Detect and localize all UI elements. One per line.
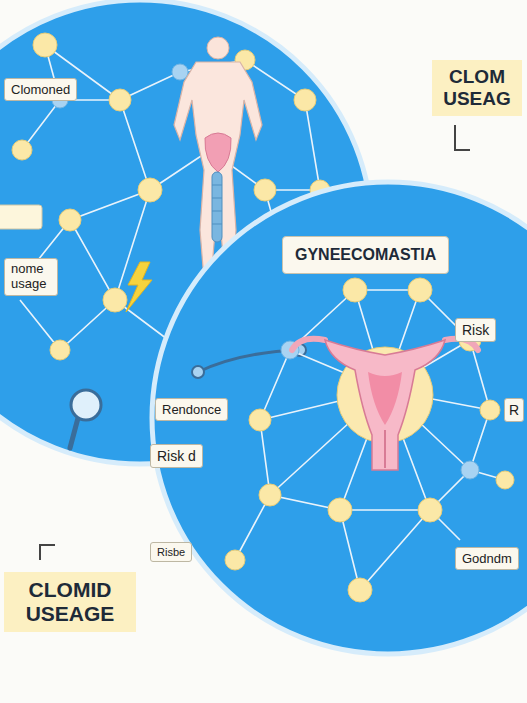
label-text: GYNEECOMASTIA <box>295 246 436 264</box>
label-text: CLOM USEAG <box>440 66 514 110</box>
right-circle <box>152 182 527 654</box>
label-text: Risbe <box>157 546 185 558</box>
label-text: Risk <box>462 322 489 338</box>
label-text: R <box>509 402 519 418</box>
lightning-bolt <box>126 262 152 312</box>
right-dots <box>225 278 514 602</box>
label-box: Risbe <box>150 542 192 562</box>
right-network <box>235 290 505 590</box>
label-box: Rendonce <box>155 398 228 421</box>
label-box: Risk d <box>150 444 203 468</box>
label-box: R <box>504 398 524 422</box>
label-text: nome usage <box>11 262 51 292</box>
label-box: Godndm <box>455 547 519 570</box>
magnifier <box>70 390 101 448</box>
label-text: Rendonce <box>162 402 221 417</box>
label-box: Risk <box>455 318 496 342</box>
title-box: CLOMID USEAGE <box>4 572 136 632</box>
label-text: Godndm <box>462 551 512 566</box>
heading-box: GYNEECOMASTIA <box>282 236 449 274</box>
label-text: Clomoned <box>11 82 70 97</box>
label-box: Clomoned <box>4 78 77 101</box>
title-box: CLOM USEAG <box>432 60 522 116</box>
bracket <box>455 125 470 150</box>
label-text: CLOMID USEAGE <box>12 578 128 626</box>
bracket <box>40 545 55 560</box>
label-text: Risk d <box>157 448 196 464</box>
empty-label-box <box>0 205 42 229</box>
uterus <box>292 339 478 470</box>
label-box: nome usage <box>4 258 58 296</box>
